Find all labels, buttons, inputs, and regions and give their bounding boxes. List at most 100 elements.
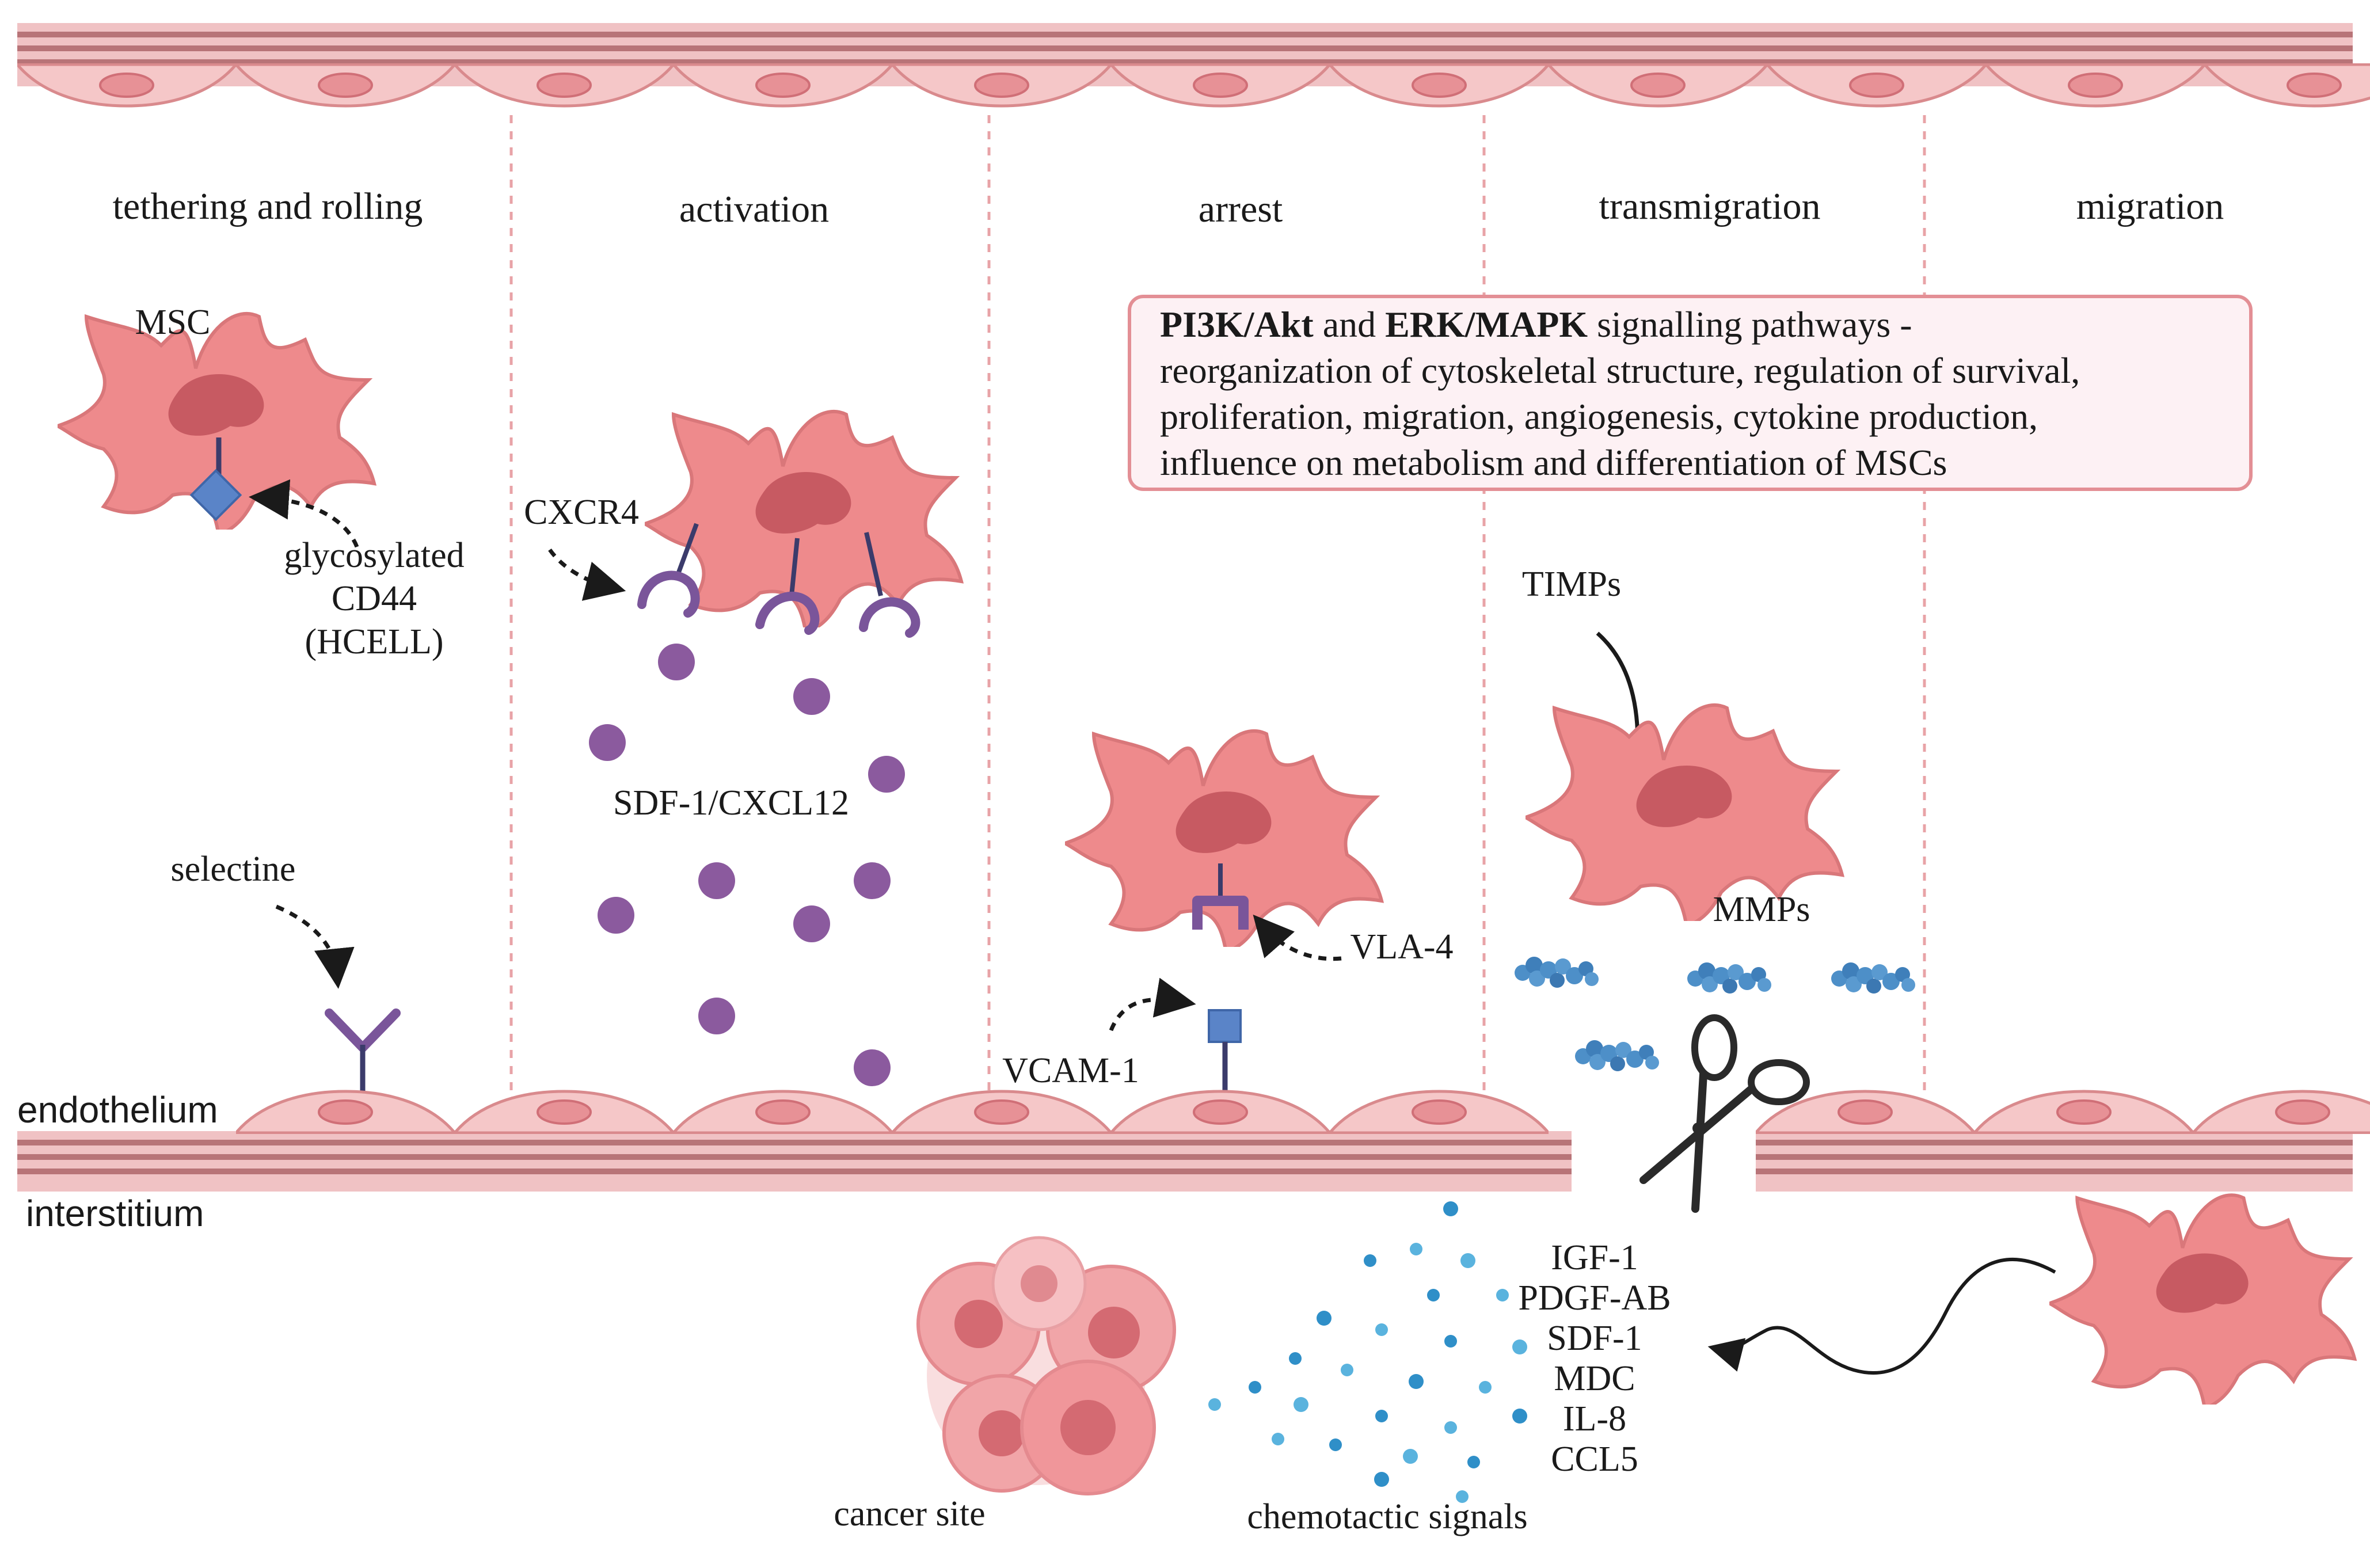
msc-cell-migration	[2049, 1195, 2354, 1409]
endothelium-label: endothelium	[17, 1089, 218, 1131]
chemotactic-signal-dot	[1294, 1397, 1308, 1412]
chemotactic-signal-dot	[1289, 1352, 1302, 1365]
vcam1-pointer-arrow	[1109, 977, 1196, 1032]
sdf1-ligand-dot	[698, 862, 735, 899]
stage-title-tethering: tethering and rolling	[113, 185, 423, 227]
cd44-label-line2: CD44	[332, 579, 417, 618]
cd44-label-line1: glycosylated	[284, 536, 464, 575]
pathway-line-3: proliferation, migration, angiogenesis, …	[1160, 396, 2038, 437]
cxcr4-receptors	[637, 523, 920, 638]
top-endothelial-cells	[17, 64, 2370, 106]
chemotactic-signal-dots	[1208, 1201, 1527, 1503]
pathway-conjunction: and	[1314, 304, 1385, 345]
chemotactic-signal-dot	[1208, 1398, 1221, 1411]
top-endothelial-cell	[1549, 64, 1767, 106]
stage-activation: CXCR4 SDF-1/CXCL12	[524, 412, 961, 1086]
chemotactic-signal-dot	[1443, 1201, 1458, 1216]
chemotactic-signal-dot	[1444, 1421, 1457, 1434]
sdf1-ligand-dot	[854, 1049, 891, 1086]
vla4-label: VLA-4	[1350, 927, 1453, 966]
vcam1-label: VCAM-1	[1002, 1051, 1139, 1090]
timps-inhibition-line	[1596, 631, 1640, 743]
sdf1-ligand-dot	[698, 998, 735, 1034]
bottom-endothelial-cell	[2193, 1091, 2370, 1133]
chemokine-list: IGF-1 PDGF-AB SDF-1 MDC IL-8 CCL5	[1518, 1238, 1671, 1479]
sdf1-ligand-dot	[793, 678, 830, 715]
cxcr4-receptor-2	[755, 591, 820, 635]
cancer-site-label: cancer site	[834, 1494, 985, 1533]
bottom-endothelial-cell	[1975, 1091, 2193, 1133]
chemokine-il8: IL-8	[1563, 1399, 1626, 1438]
stage-title-activation: activation	[679, 188, 829, 230]
bottom-endothelial-cell	[674, 1091, 892, 1133]
top-vessel-wall	[17, 23, 2370, 106]
chemokine-pdgfab: PDGF-AB	[1518, 1278, 1671, 1318]
bottom-endothelial-cell	[1330, 1091, 1549, 1133]
sdf1-ligand-dot	[854, 862, 891, 899]
chemotactic-signal-dot	[1374, 1472, 1389, 1487]
pathway-term-pi3k: PI3K/Akt	[1160, 304, 1314, 345]
selectine-receptor-arms	[325, 1008, 401, 1052]
pathway-line-1: PI3K/Akt and ERK/MAPK signalling pathway…	[1160, 304, 1912, 345]
stage-arrest: VLA-4 VCAM-1	[1002, 731, 1454, 1094]
stage-tethering: MSC glycosylated CD44 (HCELL) selectine	[58, 303, 465, 1097]
cancer-site-cluster	[916, 1236, 1176, 1495]
bottom-endothelial-cells	[236, 1091, 2370, 1133]
bottom-vessel-wall	[17, 1091, 2370, 1192]
chemotactic-signal-dot	[1272, 1433, 1284, 1445]
chemotactic-signal-dot	[1460, 1253, 1475, 1268]
vcam1-receptor-head	[1208, 1009, 1242, 1043]
chemokine-mdc: MDC	[1554, 1359, 1635, 1398]
mmp-protein-2	[1687, 962, 1771, 994]
sdf1-ligand-dot	[868, 756, 905, 793]
sdf1-ligand-dots	[589, 644, 905, 1086]
chemokine-sdf1: SDF-1	[1547, 1319, 1642, 1358]
mmps-label: MMPs	[1713, 890, 1810, 929]
cxcr4-pointer-arrow	[548, 548, 626, 601]
chemotactic-signal-dot	[1512, 1409, 1527, 1424]
chemotactic-signal-dot	[1496, 1289, 1509, 1301]
stage-title-migration: migration	[2076, 185, 2224, 227]
chemotactic-signal-dot	[1375, 1323, 1388, 1336]
mmp-protein-1	[1515, 957, 1599, 988]
chemotactic-signal-dot	[1375, 1410, 1388, 1422]
timps-label: TIMPs	[1522, 565, 1621, 604]
pathway-box-frame	[1128, 295, 2253, 491]
selectine-label: selectine	[171, 850, 296, 889]
cd44-pointer-arrow	[249, 479, 359, 548]
sdf1-ligand-dot	[793, 905, 830, 942]
bottom-endothelial-cell	[455, 1091, 674, 1133]
cxcr4-label: CXCR4	[524, 493, 639, 532]
pathway-line-4: influence on metabolism and differentiat…	[1160, 442, 1947, 483]
signalling-pathway-box: PI3K/Akt and ERK/MAPK signalling pathway…	[1128, 295, 2253, 491]
chemotactic-signal-dot	[1444, 1335, 1457, 1348]
msc-cell-arrest	[1065, 731, 1382, 953]
chemotactic-signal-dot	[1467, 1456, 1480, 1468]
chemotactic-signal-dot	[1512, 1339, 1527, 1354]
chemokine-ccl5: CCL5	[1551, 1440, 1638, 1479]
chemotactic-signal-dot	[1364, 1254, 1376, 1267]
cxcr4-receptor-1	[637, 570, 700, 618]
top-endothelial-cell	[892, 64, 1111, 106]
chemotactic-signal-dot	[1456, 1490, 1469, 1503]
sdf1-ligand-dot	[589, 724, 626, 761]
chemotactic-signal-dot	[1410, 1243, 1422, 1255]
chemotactic-signal-dot	[1317, 1311, 1332, 1326]
sdf1-ligand-dot	[598, 897, 634, 934]
pathway-line-2: reorganization of cytoskeletal structure…	[1160, 350, 2080, 391]
migration-wavy-arrow	[1707, 1257, 2056, 1375]
cxcr4-receptor-3	[859, 597, 920, 638]
selectine-pointer-arrow	[275, 904, 355, 989]
mmp-protein-3	[1831, 962, 1915, 994]
stage-dividers	[509, 115, 1926, 1094]
top-endothelial-cell	[1330, 64, 1549, 106]
top-endothelial-cell	[17, 64, 236, 106]
pathway-term-erk: ERK/MAPK	[1385, 304, 1588, 345]
top-endothelial-cell	[2205, 64, 2370, 106]
stage-transmigration: TIMPs MMPs	[1515, 565, 1915, 1213]
chemotactic-signal-dot	[1479, 1381, 1492, 1394]
top-endothelial-cell	[1767, 64, 1986, 106]
top-endothelial-cell	[1986, 64, 2205, 106]
